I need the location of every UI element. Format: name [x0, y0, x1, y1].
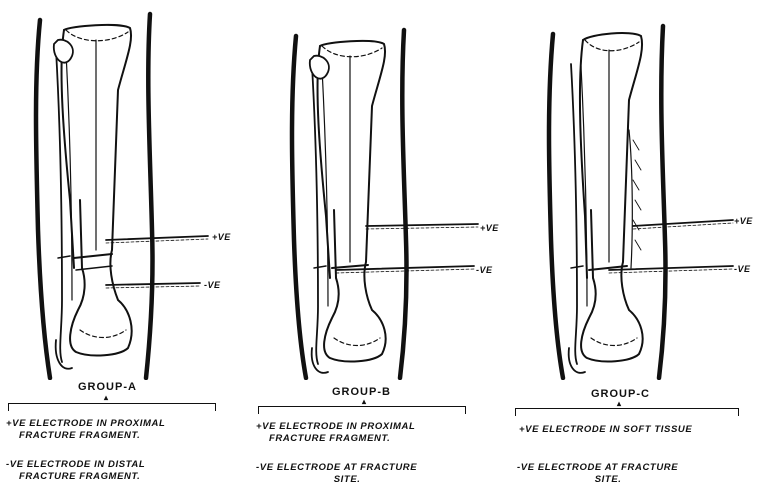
positive-electrode-description: +VE ELECTRODE IN PROXIMAL FRACTURE FRAGM…	[256, 421, 415, 445]
positive-electrode-description: +VE ELECTRODE IN PROXIMAL FRACTURE FRAGM…	[6, 418, 165, 442]
positive-electrode-label: +VE	[480, 223, 499, 233]
group-b-panel: +VE -VE GROUP-B ▴ +VE ELECTRODE IN PROXI…	[252, 0, 504, 493]
positive-electrode-description: +VE ELECTRODE IN SOFT TISSUE	[519, 424, 692, 436]
group-c-panel: +VE -VE GROUP-C ▴ +VE ELECTRODE IN SOFT …	[505, 0, 757, 493]
group-bracket	[515, 408, 739, 416]
negative-electrode-description: -VE ELECTRODE AT FRACTURE SITE.	[256, 462, 417, 486]
bracket-arrow-icon: ▴	[362, 397, 366, 406]
group-a-leg-drawing: +VE -VE	[0, 0, 252, 380]
bracket-arrow-icon: ▴	[617, 399, 621, 408]
negative-electrode-description: -VE ELECTRODE AT FRACTURE SITE.	[517, 462, 678, 486]
positive-electrode-label: +VE	[734, 216, 753, 226]
group-a-panel: +VE -VE GROUP-A ▴ +VE ELECTRODE IN PROXI…	[0, 0, 252, 493]
group-title: GROUP-A	[78, 381, 137, 393]
group-bracket	[8, 403, 216, 411]
group-c-leg-drawing: +VE -VE	[505, 0, 757, 380]
positive-electrode-label: +VE	[212, 232, 231, 242]
negative-electrode-label: -VE	[476, 265, 493, 275]
negative-electrode-label: -VE	[204, 280, 221, 290]
negative-electrode-label: -VE	[734, 264, 751, 274]
negative-electrode-description: -VE ELECTRODE IN DISTAL FRACTURE FRAGMEN…	[6, 459, 145, 483]
bracket-arrow-icon: ▴	[104, 393, 108, 402]
group-b-leg-drawing: +VE -VE	[252, 0, 504, 380]
group-bracket	[258, 406, 466, 414]
